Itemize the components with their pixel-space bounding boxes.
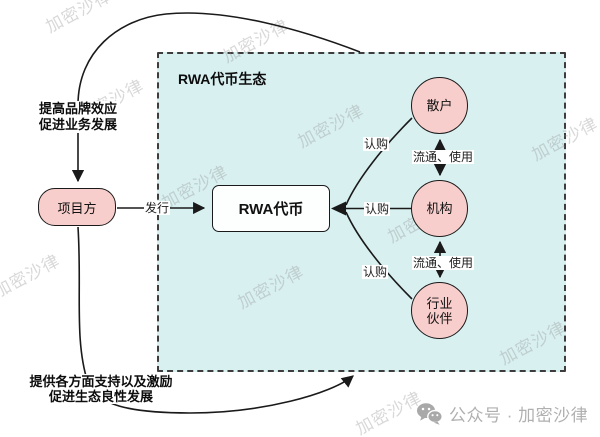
annotation-benefit-line1: 提高品牌效应 — [38, 101, 117, 116]
watermark-text: 加密沙律 — [42, 0, 116, 37]
node-retail-investors: 散户 — [411, 77, 468, 134]
node-partner-label-line2: 伙伴 — [426, 310, 453, 326]
edge-label-subscribe-institution: 认购 — [364, 202, 391, 216]
edge-label-subscribe-partner: 认购 — [362, 265, 389, 279]
node-partner-label: 行业 伙伴 — [426, 296, 452, 326]
annotation-support-line1: 提供各方面支持以及激励 — [29, 374, 173, 389]
node-project-party: 项目方 — [38, 188, 116, 226]
node-token-label: RWA代币 — [238, 201, 304, 218]
annotation-support-line2: 促进生态良性发展 — [48, 389, 153, 404]
edge-label-circulate-bottom: 流通、使用 — [412, 256, 475, 270]
ecosystem-title: RWA代币生态 — [178, 71, 267, 87]
annotation-brand-benefit: 提高品牌效应 促进业务发展 — [36, 101, 120, 133]
branding-text: 公众号 · 加密沙律 — [449, 406, 589, 425]
node-industry-partners: 行业 伙伴 — [411, 282, 468, 339]
node-rwa-token: RWA代币 — [212, 185, 330, 232]
node-project-label: 项目方 — [57, 200, 97, 216]
annotation-benefit-line2: 促进业务发展 — [38, 117, 117, 132]
annotation-ecosystem-support: 提供各方面支持以及激励 促进生态良性发展 — [25, 374, 177, 404]
edge-label-circulate-top: 流通、使用 — [412, 150, 475, 164]
watermark-text: 加密沙律 — [0, 250, 64, 302]
branding-footer: 公众号 · 加密沙律 — [416, 401, 588, 426]
edge-label-subscribe-retail: 认购 — [363, 137, 390, 151]
node-partner-label-line1: 行业 — [426, 295, 453, 311]
watermark-text: 加密沙律 — [352, 387, 426, 437]
edge-label-issue: 发行 — [144, 201, 171, 215]
wechat-icon — [416, 402, 443, 425]
node-institutions: 机构 — [411, 180, 468, 237]
node-institution-label: 机构 — [426, 201, 453, 216]
node-retail-label: 散户 — [426, 98, 453, 113]
